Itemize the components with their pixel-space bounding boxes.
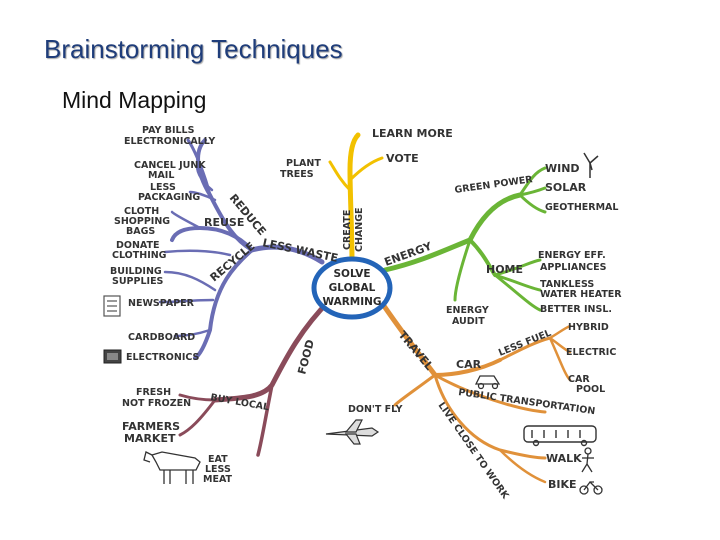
leaf-dont-fly: DON'T FLY <box>348 404 403 415</box>
leaf-pay-bills-2: ELECTRONICALLY <box>124 136 215 147</box>
leaf-newspaper: NEWSPAPER <box>128 298 195 309</box>
tv-icon <box>103 349 122 364</box>
leaf-cardboard: CARDBOARD <box>128 332 195 343</box>
leaf-water-heater: WATER HEATER <box>540 289 622 300</box>
slide-subtitle: Mind Mapping <box>62 87 207 113</box>
leaf-geothermal: GEOTHERMAL <box>545 202 618 213</box>
leaf-electric: ELECTRIC <box>566 347 616 358</box>
leaf-electronics: ELECTRONICS <box>126 352 200 363</box>
leaf-appliances: APPLIANCES <box>540 262 607 273</box>
leaf-less-fuel: LESS FUEL <box>497 328 553 359</box>
leaf-donate-2: CLOTHING <box>112 250 167 261</box>
center-line-3: WARMING <box>322 296 381 308</box>
leaf-pay-bills-1: PAY BILLS <box>142 125 195 136</box>
label-change: CHANGE <box>354 207 365 252</box>
leaf-home: HOME <box>486 263 523 276</box>
branch-travel <box>377 297 438 378</box>
walker-icon <box>581 447 594 473</box>
leaf-energy-audit-2: AUDIT <box>452 316 485 327</box>
leaf-car-pool-2: POOL <box>576 384 605 395</box>
label-reuse: REUSE <box>204 216 244 229</box>
purple-branches <box>158 138 325 360</box>
leaf-cancel-junk-2: MAIL <box>148 170 174 181</box>
yellow-branch <box>328 132 384 265</box>
leaf-less-packaging-1: LESS <box>150 182 176 193</box>
leaf-eat-2: LESS <box>205 464 231 475</box>
branch-food <box>212 297 333 403</box>
green-branches <box>382 166 547 312</box>
leaf-car: CAR <box>456 358 482 371</box>
leaf-vote: VOTE <box>386 152 419 165</box>
leaf-farmers-2: MARKET <box>124 432 176 445</box>
label-food: FOOD <box>295 338 317 376</box>
leaf-learn-more: LEARN MORE <box>372 127 453 140</box>
leaf-better-insl: BETTER INSL. <box>540 304 612 315</box>
cow-icon <box>143 451 201 484</box>
wind-turbine-icon <box>583 152 599 178</box>
branch-less-waste <box>249 244 325 265</box>
newspaper-icon <box>103 295 121 317</box>
leaf-fresh-2: NOT FROZEN <box>122 398 191 409</box>
center-node: SOLVE GLOBAL WARMING <box>311 256 393 320</box>
airplane-icon <box>325 419 380 445</box>
leaf-donate-1: DONATE <box>116 240 160 251</box>
leaf-cloth-2: SHOPPING <box>114 216 170 227</box>
slide-title: Brainstorming Techniques <box>44 34 343 64</box>
leaf-wind: WIND <box>545 162 580 175</box>
leaf-building-2: SUPPLIES <box>112 276 164 287</box>
leaf-plant-trees-1: PLANT <box>286 158 321 169</box>
leaf-plant-trees-2: TREES <box>280 169 314 180</box>
leaf-bike: BIKE <box>548 478 577 491</box>
leaf-fresh-1: FRESH <box>136 387 171 398</box>
leaf-eat-1: EAT <box>208 454 228 465</box>
leaf-cloth-1: CLOTH <box>124 206 159 217</box>
leaf-tankless: TANKLESS <box>540 279 594 290</box>
label-create: CREATE <box>342 210 353 250</box>
orange-branches <box>377 297 572 484</box>
bicycle-icon <box>579 481 603 495</box>
label-travel: TRAVEL <box>396 329 436 373</box>
brown-branches <box>178 297 333 457</box>
center-line-2: GLOBAL <box>329 282 376 294</box>
leaf-energy-audit-1: ENERGY <box>446 305 489 316</box>
leaf-walk: WALK <box>546 452 582 465</box>
label-less-waste: LESS WASTE <box>261 236 339 265</box>
branch-create-change <box>347 132 361 265</box>
leaf-building-1: BUILDING <box>110 266 162 277</box>
leaf-cloth-3: BAGS <box>126 226 155 237</box>
leaf-car-pool-1: CAR <box>568 374 590 385</box>
leaf-farmers-1: FARMERS <box>122 420 180 433</box>
leaf-solar: SOLAR <box>545 181 587 194</box>
leaf-energy-eff: ENERGY EFF. <box>538 250 606 261</box>
leaf-eat-3: MEAT <box>203 474 233 485</box>
leaf-cancel-junk-1: CANCEL JUNK <box>134 160 206 171</box>
center-line-1: SOLVE <box>333 268 370 280</box>
leaf-less-packaging-2: PACKAGING <box>138 192 200 203</box>
label-recycle: RECYCLE <box>208 239 258 284</box>
car-icon <box>474 375 501 390</box>
bus-icon <box>523 425 597 447</box>
leaf-hybrid: HYBRID <box>568 322 609 333</box>
